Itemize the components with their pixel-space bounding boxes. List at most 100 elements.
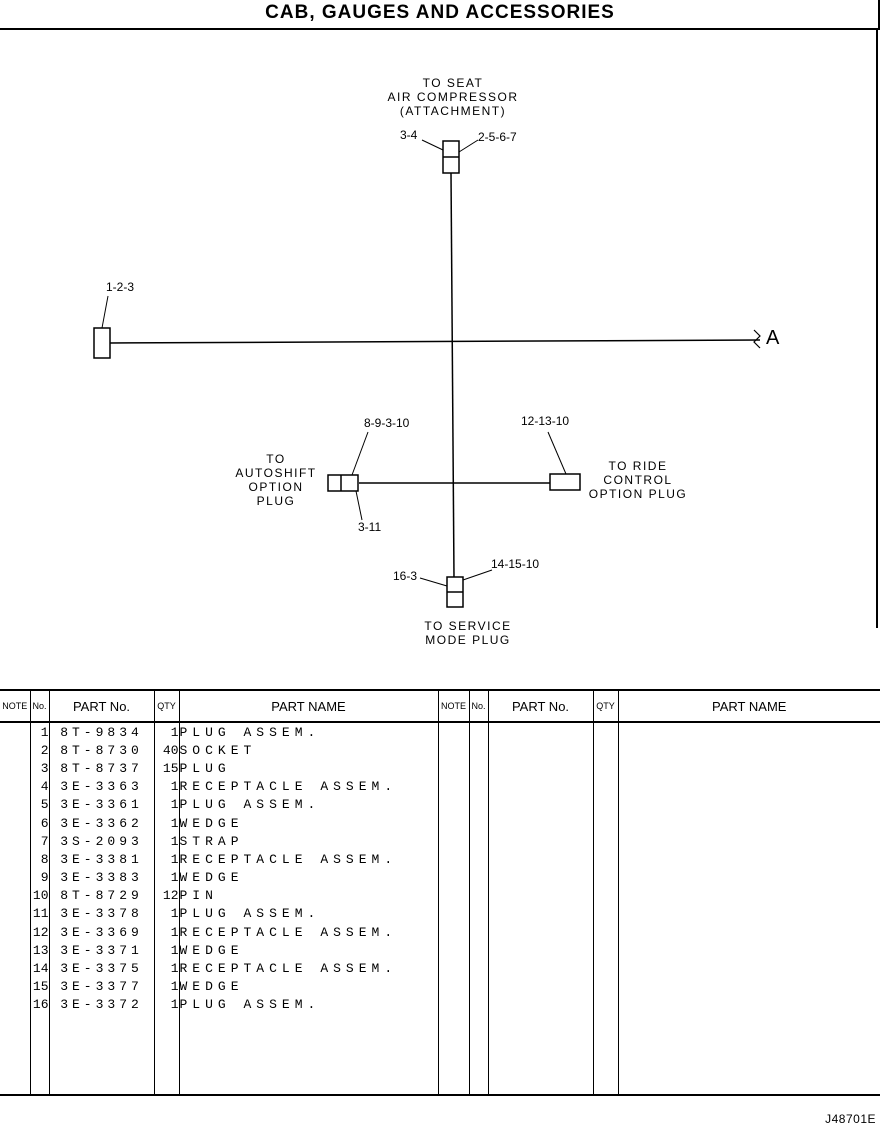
cell-part-name-right <box>617 741 880 760</box>
cell-no-right <box>468 923 488 942</box>
cell-no: 4 <box>29 777 49 796</box>
table-filler-cell <box>592 1014 618 1096</box>
cell-qty-right <box>592 868 618 887</box>
connector-seat-air <box>442 140 460 174</box>
cell-note-right <box>437 886 469 905</box>
callout-8-9-3-10: 8-9-3-10 <box>364 416 410 430</box>
connector-ride-control <box>549 473 581 491</box>
callout-2-5-6-7: 2-5-6-7 <box>478 130 517 144</box>
cell-no: 13 <box>29 941 49 960</box>
cell-no: 1 <box>29 722 49 742</box>
header-qty: QTY <box>153 689 179 723</box>
table-filler-cell <box>153 1014 179 1096</box>
horizontal-harness-line <box>109 339 761 344</box>
cell-part-name: PLUG ASSEM. <box>178 722 438 742</box>
leader-lines <box>101 139 567 587</box>
cell-qty-right <box>592 832 618 851</box>
cell-qty: 1 <box>153 850 179 869</box>
cell-note <box>0 959 30 977</box>
cell-qty: 1 <box>153 923 179 942</box>
cell-note-right <box>437 977 469 996</box>
cell-note <box>0 759 30 777</box>
cell-note <box>0 978 30 996</box>
table-filler-cell <box>178 1014 438 1096</box>
cell-note <box>0 832 30 850</box>
cell-part-name: WEDGE <box>178 868 438 887</box>
cell-part-name-right <box>617 886 880 905</box>
cell-part-name: PLUG ASSEM. <box>178 795 438 814</box>
cell-qty-right <box>592 941 618 960</box>
cell-part-no-right <box>487 868 593 887</box>
cell-note <box>0 850 30 868</box>
cell-no-right <box>468 886 488 905</box>
cell-note <box>0 778 30 796</box>
header-note-right: NOTE <box>437 689 469 723</box>
cell-qty-right <box>592 813 618 833</box>
cell-no-right <box>468 832 488 851</box>
table-filler-cell <box>29 1014 49 1096</box>
cell-part-name-right <box>617 959 880 978</box>
cell-no: 2 <box>29 741 49 760</box>
cell-qty-right <box>592 959 618 978</box>
callout-16-3: 16-3 <box>393 569 418 583</box>
cell-part-no-right <box>487 795 593 814</box>
cell-no: 14 <box>29 959 49 978</box>
connector-autoshift <box>327 474 359 492</box>
cell-no: 9 <box>29 868 49 887</box>
cell-part-no-right <box>487 904 593 924</box>
cell-qty: 1 <box>153 795 179 814</box>
callout-3-11: 3-11 <box>358 520 382 534</box>
cell-qty: 1 <box>153 722 179 742</box>
cell-no: 6 <box>29 813 49 833</box>
cell-part-name-right <box>617 777 880 796</box>
cell-qty-right <box>592 886 618 905</box>
header-qty-right: QTY <box>592 689 618 723</box>
cell-part-no-right <box>487 813 593 833</box>
cell-note <box>0 905 30 923</box>
cell-note-right <box>437 959 469 978</box>
table-filler-cell <box>0 1014 30 1096</box>
cell-part-no-right <box>487 722 593 742</box>
cell-part-no: 3E-3371 <box>48 941 154 960</box>
cell-note <box>0 741 30 759</box>
header-no-right: No. <box>468 689 488 723</box>
cell-note <box>0 923 30 941</box>
cell-part-name: RECEPTACLE ASSEM. <box>178 959 438 978</box>
cell-part-name: RECEPTACLE ASSEM. <box>178 850 438 869</box>
cell-note-right <box>437 777 469 796</box>
cell-note <box>0 814 30 832</box>
cell-no-right <box>468 977 488 996</box>
cell-note-right <box>437 868 469 887</box>
cell-no-right <box>468 777 488 796</box>
cell-part-name: WEDGE <box>178 813 438 833</box>
cell-qty-right <box>592 923 618 942</box>
cell-qty-right <box>592 904 618 924</box>
cell-no-right <box>468 904 488 924</box>
cell-part-name-right <box>617 868 880 887</box>
cell-part-name-right <box>617 850 880 869</box>
cell-note-right <box>437 832 469 851</box>
cell-qty: 15 <box>153 759 179 778</box>
cell-part-no-right <box>487 832 593 851</box>
cell-part-no-right <box>487 777 593 796</box>
table-filler-cell <box>468 1014 488 1096</box>
cell-no: 12 <box>29 923 49 942</box>
vertical-harness-line <box>450 172 455 579</box>
cell-part-no-right <box>487 850 593 869</box>
header-part-no-right: PART No. <box>487 689 593 723</box>
header-part-name-right: PART NAME <box>617 689 880 723</box>
cell-note <box>0 869 30 887</box>
document-id: J48701E <box>825 1112 876 1126</box>
table-filler-cell <box>48 1014 154 1096</box>
cell-part-no: 3E-3375 <box>48 959 154 978</box>
page-title: CAB, GAUGES AND ACCESSORIES <box>265 2 615 23</box>
